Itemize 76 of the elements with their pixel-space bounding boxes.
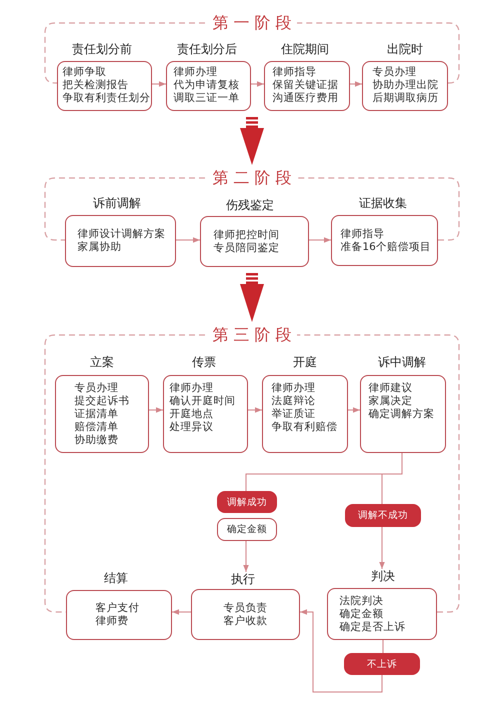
step-heading: 传票 (192, 355, 216, 369)
box-text: 代为申请复核 (173, 79, 240, 92)
box-text: 家属决定 (368, 395, 412, 408)
box-text: 证据清单 (74, 408, 118, 421)
box-text: 确定调解方案 (368, 408, 434, 421)
arrow (348, 407, 360, 413)
step-heading: 诉中调解 (378, 355, 426, 369)
arrow (250, 81, 264, 87)
step-heading: 住院期间 (281, 42, 329, 56)
box-text: 律师设计调解方案 (77, 228, 166, 241)
box-text: 举证质证 (271, 408, 316, 421)
box-text: 确认开庭时间 (169, 395, 236, 408)
box-text: 律师费 (95, 615, 128, 628)
box-text: 法庭辩论 (271, 395, 316, 408)
step-heading: 诉前调解 (93, 196, 141, 210)
result-pill: 确定金额 (217, 518, 277, 541)
box-text: 法院判决 (339, 594, 384, 608)
step-heading: 立案 (90, 355, 114, 369)
box-text: 律师办理 (169, 382, 214, 395)
status-pill: 不上诉 (344, 653, 420, 675)
box-text: 争取有利责任划分 (62, 92, 150, 105)
step-heading: 出院时 (387, 42, 423, 56)
box-text: 律师指导 (340, 228, 384, 240)
step-heading: 开庭 (293, 355, 317, 369)
box-text: 专员负责 (223, 602, 268, 614)
box-text: 协助缴费 (74, 434, 118, 447)
connector-line (382, 640, 384, 654)
box-text: 处理异议 (169, 421, 214, 434)
arrow (152, 81, 166, 87)
stage-title: 第一阶段 (212, 14, 296, 32)
box-text: 客户支付 (95, 602, 140, 615)
status-pill: 调解成功 (217, 491, 277, 513)
box-text: 律师办理 (173, 66, 218, 79)
step-heading: 执行 (231, 572, 255, 586)
arrow (172, 609, 192, 615)
step-heading: 责任划分后 (177, 42, 237, 56)
box-text: 确定金额 (339, 608, 384, 620)
stage-title: 第二阶段 (212, 169, 296, 187)
arrow (379, 526, 385, 570)
box-text: 赔偿清单 (74, 421, 118, 434)
box-text: 确定是否上诉 (339, 620, 406, 634)
box-text: 律师争取 (62, 66, 106, 79)
box-text: 后期调取病历 (372, 92, 438, 105)
step-heading: 责任划分前 (72, 42, 132, 56)
box-text: 把关检测报告 (62, 79, 128, 92)
box-text: 专员办理 (74, 382, 118, 395)
arrow (308, 237, 332, 243)
step-heading: 判决 (371, 569, 395, 583)
stage-title: 第三阶段 (212, 326, 296, 344)
arrow (176, 237, 200, 243)
arrow (148, 407, 164, 413)
box-text: 律师建议 (368, 382, 412, 395)
step-heading: 证据收集 (359, 196, 407, 210)
step-heading: 伤残鉴定 (226, 198, 274, 212)
connector-line (382, 452, 402, 504)
arrow (300, 609, 382, 692)
status-pill: 调解不成功 (345, 504, 421, 527)
box-text: 争取有利赔偿 (271, 421, 338, 434)
box-text: 协助办理出院 (372, 79, 438, 92)
arrow (248, 407, 262, 413)
box-text: 保留关键证据 (272, 79, 338, 92)
arrow (243, 540, 249, 572)
box-text: 提交起诉书 (74, 395, 130, 408)
box-text: 专员陪同鉴定 (213, 242, 280, 254)
box-text: 准备16个赔偿项目 (340, 240, 431, 254)
box-text: 律师办理 (271, 382, 316, 395)
box-text: 律师把控时间 (213, 228, 280, 242)
box-text: 家属协助 (77, 241, 122, 254)
box-text: 调取三证一单 (173, 92, 240, 105)
box-text: 客户收款 (223, 614, 268, 628)
box-text: 律师指导 (272, 66, 316, 79)
box-text: 专员办理 (372, 66, 416, 79)
step-heading: 结算 (104, 571, 128, 585)
box-text: 沟通医疗费用 (272, 92, 338, 105)
arrow (350, 81, 362, 87)
box-text: 开庭地点 (169, 408, 214, 421)
